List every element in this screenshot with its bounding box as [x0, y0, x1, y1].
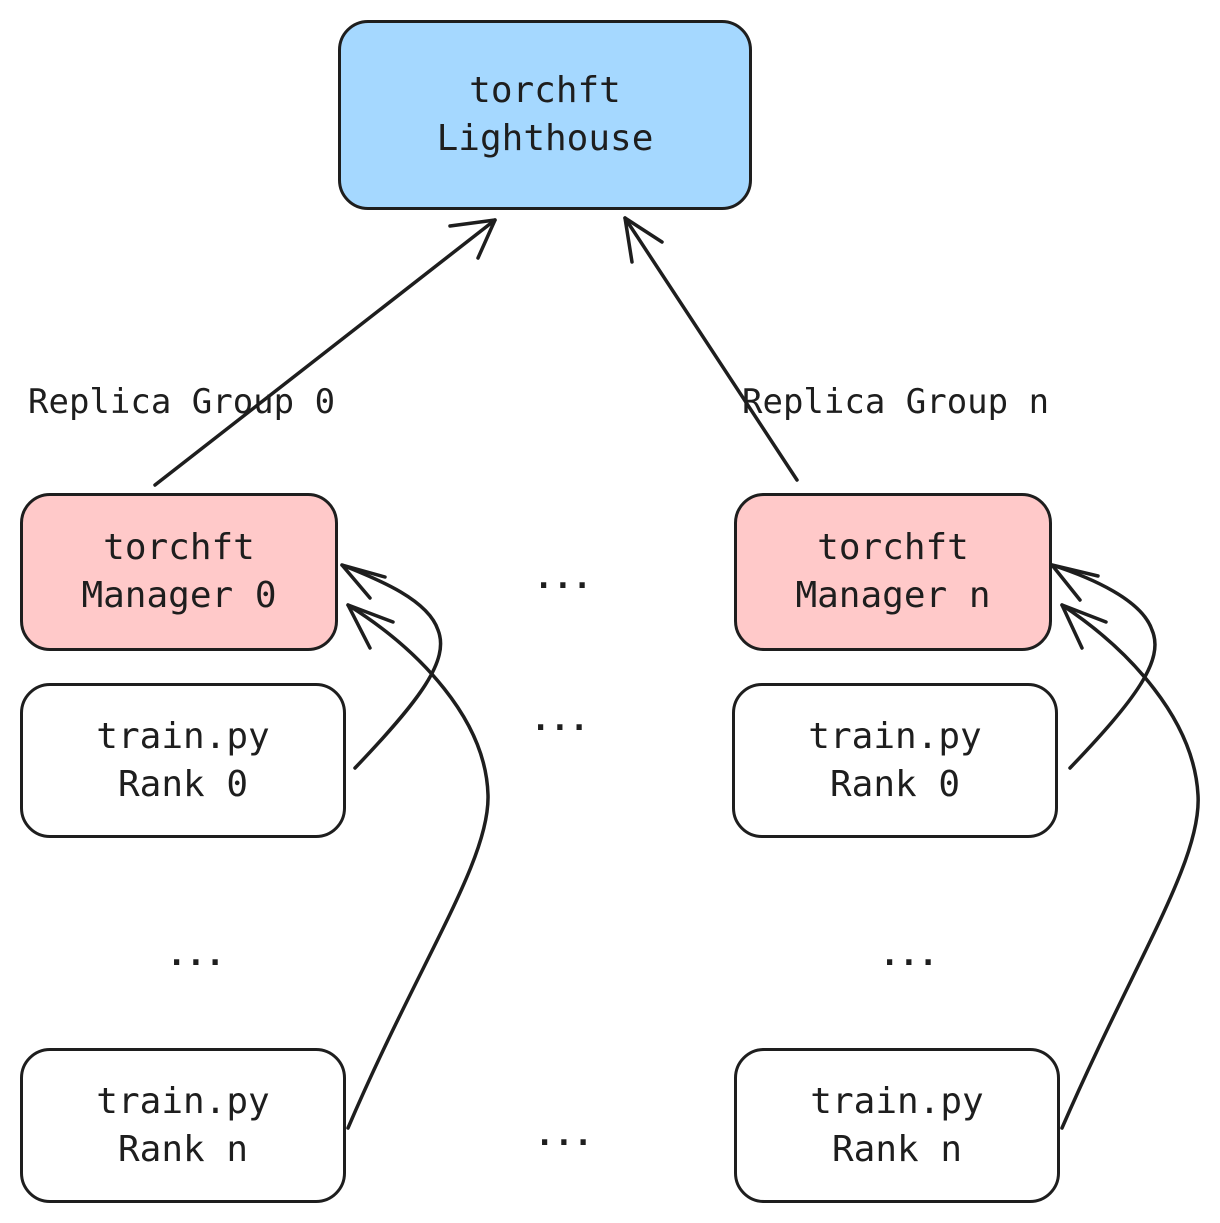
arrow-gn-rankn-to-manager [1060, 603, 1200, 1130]
group-n-rank-ellipsis: ... [880, 935, 938, 973]
arrow-gn-rank0-to-manager [1050, 563, 1157, 770]
manager-n-node: torchft Manager n [734, 493, 1052, 651]
group-n-rank-n-line2: Rank n [831, 1128, 963, 1170]
lighthouse-label-line2: Lighthouse [436, 118, 654, 159]
group-0-rank-ellipsis: ... [167, 935, 225, 973]
group-n-rank-n-node: train.py Rank n [734, 1048, 1060, 1203]
group-n-rank-n-line1: train.py [810, 1080, 984, 1122]
arrowhead-managern-to-lighthouse [623, 216, 664, 264]
group-n-rank-0-line1: train.py [808, 715, 982, 757]
arrowhead-manager0-to-lighthouse [448, 218, 497, 260]
arrow-g0-rankn-to-manager [346, 603, 490, 1130]
arrowhead-g0-rankn-to-manager [346, 603, 395, 650]
arrowhead-g0-rank0-to-manager [340, 563, 387, 600]
manager-n-line2: Manager n [795, 575, 991, 616]
manager-0-line2: Manager 0 [81, 575, 277, 616]
arrowhead-gn-rank0-to-manager [1050, 563, 1100, 602]
group-0-rank-0-line1: train.py [96, 715, 270, 757]
group-n-rank-0-node: train.py Rank 0 [732, 683, 1058, 838]
middle-ellipsis-rankn: ... [535, 1115, 593, 1153]
replica-group-n-label: Replica Group n [742, 382, 1050, 422]
arrow-manager0-to-lighthouse [153, 218, 497, 487]
manager-0-node: torchft Manager 0 [20, 493, 338, 651]
lighthouse-label-line1: torchft [469, 70, 621, 111]
group-n-rank-0-line2: Rank 0 [829, 763, 961, 805]
group-0-rank-0-node: train.py Rank 0 [20, 683, 346, 838]
replica-group-0-label: Replica Group 0 [28, 382, 336, 422]
group-0-rank-n-node: train.py Rank n [20, 1048, 346, 1203]
lighthouse-node: torchft Lighthouse [338, 20, 752, 210]
group-0-rank-n-line1: train.py [96, 1080, 270, 1122]
middle-ellipsis-rank0: ... [531, 700, 589, 738]
arrow-g0-rank0-to-manager [340, 563, 443, 770]
group-0-rank-n-line2: Rank n [117, 1128, 249, 1170]
manager-0-line1: torchft [103, 527, 255, 568]
arrowhead-gn-rankn-to-manager [1060, 603, 1108, 650]
middle-ellipsis-managers: ... [534, 558, 592, 596]
manager-n-line1: torchft [817, 527, 969, 568]
group-0-rank-0-line2: Rank 0 [117, 763, 249, 805]
arrow-managern-to-lighthouse [623, 216, 799, 482]
